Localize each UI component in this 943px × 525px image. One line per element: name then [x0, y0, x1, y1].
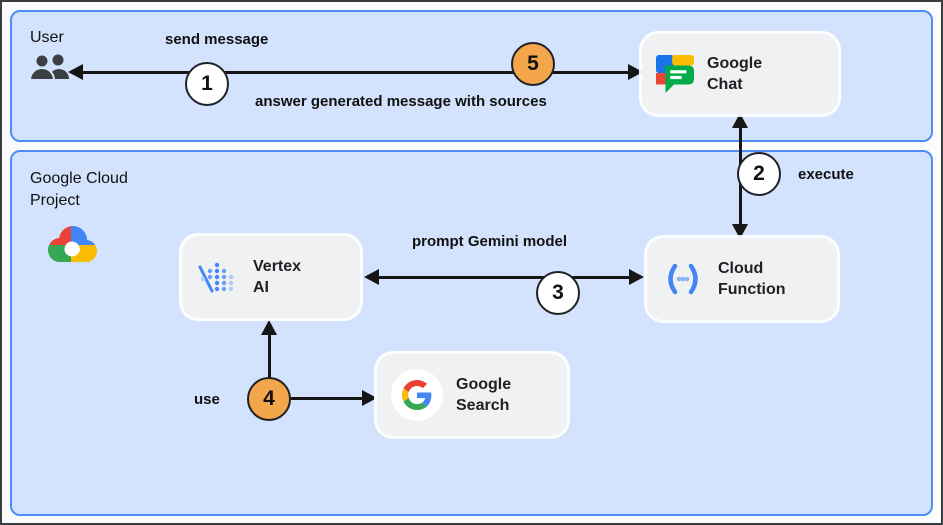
card-google-search-line2: Search: [456, 397, 510, 414]
user-icon: [28, 52, 74, 87]
card-cloud-function-line2: Function: [718, 281, 786, 298]
card-cloud-function-label: Cloud Function: [718, 258, 786, 300]
step-circle-5: 5: [511, 42, 555, 86]
google-g-badge: [391, 369, 443, 421]
cloud-function-icon: [668, 263, 698, 295]
google-chat-icon: [656, 55, 694, 93]
card-cloud-function-line1: Cloud: [718, 260, 764, 277]
card-vertex-ai-line1: Vertex: [253, 258, 302, 275]
card-vertex-ai-line2: AI: [253, 279, 269, 296]
card-google-search-label: Google Search: [456, 374, 511, 416]
arrow-use-search: [290, 397, 364, 400]
card-vertex-ai: Vertex AI: [182, 236, 360, 318]
edge-label-prompt-gemini: prompt Gemini model: [412, 233, 568, 250]
arrow-use-vertex: [268, 333, 271, 378]
card-google-chat: Google Chat: [642, 34, 838, 114]
user-zone-label: User: [30, 29, 64, 46]
step-circle-1: 1: [185, 62, 229, 106]
edge-label-answer-text: answer generated message: [255, 93, 456, 110]
vertex-ai-icon: [198, 262, 234, 293]
card-google-search-line1: Google: [456, 376, 512, 393]
arrowhead-right-icon: [629, 269, 644, 285]
arrowhead-up-icon: [732, 113, 748, 128]
arrowhead-left-icon: [364, 269, 379, 285]
arrow-vertex-function: [378, 276, 630, 279]
edge-label-answer-bold: with sources: [455, 93, 547, 110]
edge-label-execute: execute: [798, 166, 854, 183]
card-vertex-ai-label: Vertex AI: [253, 256, 301, 298]
step-circle-4: 4: [247, 377, 291, 421]
arrowhead-right-icon: [628, 64, 643, 80]
gcp-zone-label: Google Cloud Project: [30, 170, 128, 209]
arrowhead-right-icon: [362, 390, 377, 406]
card-google-chat-line1: Google: [707, 55, 763, 72]
edge-label-send-message: send message: [165, 31, 269, 48]
arrowhead-up-icon: [261, 320, 277, 335]
card-cloud-function: Cloud Function: [647, 238, 837, 320]
card-google-chat-line2: Chat: [707, 76, 743, 93]
step-circle-2: 2: [737, 152, 781, 196]
arrowhead-down-icon: [732, 224, 748, 239]
arrow-user-chat: [82, 71, 630, 74]
google-g-icon: [402, 380, 432, 410]
card-google-search: Google Search: [377, 354, 567, 436]
gcp-zone: [10, 150, 933, 516]
edge-label-use: use: [194, 391, 220, 408]
step-circle-3: 3: [536, 271, 580, 315]
google-cloud-logo-icon: [42, 222, 102, 273]
edge-label-answer: answer generated message with sources: [255, 93, 547, 110]
card-google-chat-label: Google Chat: [707, 53, 762, 95]
arrowhead-left-icon: [68, 64, 83, 80]
